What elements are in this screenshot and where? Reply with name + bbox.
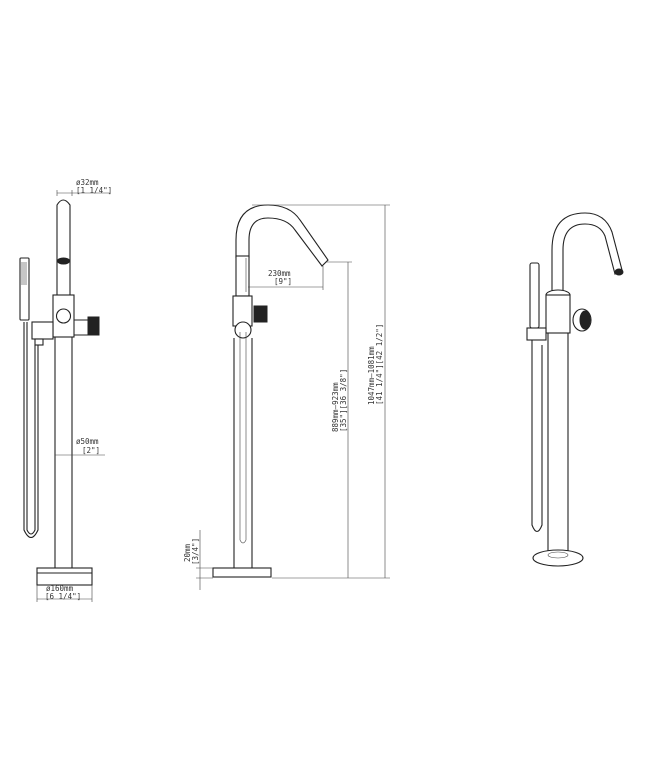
pole <box>54 337 73 568</box>
pole <box>547 333 569 553</box>
pole-diameter-in-label: [2"] <box>82 446 100 455</box>
base-diameter-label: ø160mm <box>46 584 74 593</box>
base-diameter-in-label: [6 1/4"] <box>45 592 81 601</box>
spout-tube <box>56 199 71 295</box>
gooseneck-spout <box>551 212 623 295</box>
handle <box>253 305 268 323</box>
hose <box>23 322 39 539</box>
spout-diameter-label: ø32mm <box>76 178 99 187</box>
spout-sleeve <box>235 255 250 297</box>
perspective-view <box>526 212 624 567</box>
holder <box>526 327 547 341</box>
diverter-knob <box>55 308 72 324</box>
side-view <box>19 190 110 602</box>
base-height-in-label: [3/4"] <box>191 538 200 565</box>
hose <box>531 340 543 533</box>
handle <box>87 316 100 336</box>
base <box>212 567 272 578</box>
base <box>36 567 93 586</box>
spout-height-in-label: [35"][36 3/8"] <box>339 369 348 432</box>
hose <box>239 332 247 544</box>
holder <box>234 321 252 339</box>
base-height-label: 20mm <box>183 543 192 562</box>
hand-shower <box>19 257 30 321</box>
aerator <box>57 257 70 265</box>
total-height-label: 1047mm—1081mm <box>367 346 376 405</box>
pole-diameter-label: ø50mm <box>76 437 99 446</box>
pole <box>233 338 253 568</box>
front-view <box>196 204 390 590</box>
gooseneck-spout <box>235 204 329 267</box>
spout-reach-label: 230mm <box>268 269 291 278</box>
spout-reach-in-label: [9"] <box>274 277 292 286</box>
shower-holder-arm <box>31 321 54 340</box>
mixer-body <box>545 294 571 334</box>
hand-shower <box>529 262 540 329</box>
hose-connector <box>34 338 44 346</box>
total-height-in-label: [41 1/4"][42 1/2"] <box>375 324 384 405</box>
spout-diameter-in-label: [1 1/4"] <box>76 186 112 195</box>
spout-height-label: 889mm—923mm <box>331 382 340 432</box>
